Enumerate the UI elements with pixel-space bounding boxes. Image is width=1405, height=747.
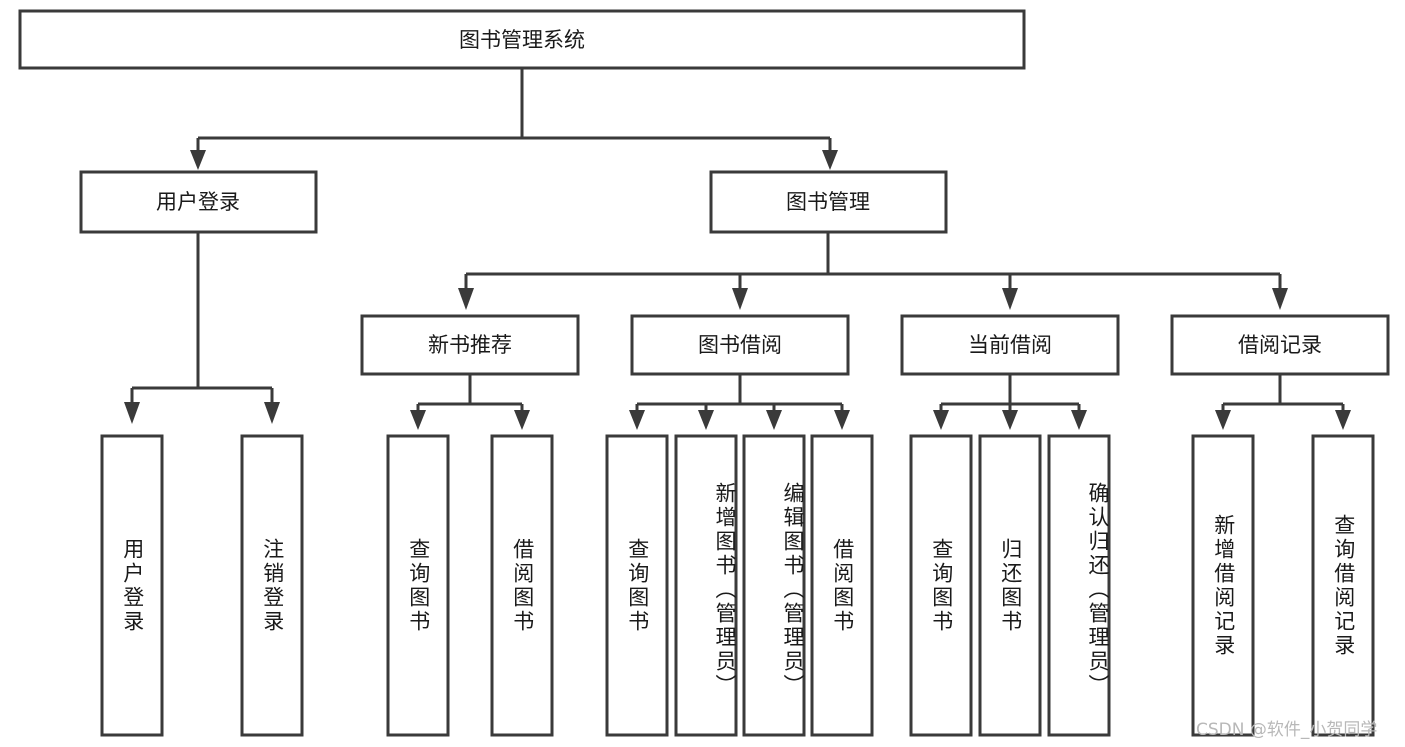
leaf-box-return-book[interactable] bbox=[978, 434, 1042, 737]
node-current-borrow-label: 当前借阅 bbox=[968, 333, 1052, 357]
node-book-borrow[interactable]: 图书借阅 bbox=[630, 314, 850, 376]
node-root[interactable]: 图书管理系统 bbox=[18, 9, 1026, 70]
leaf-box-query-book-recommend[interactable] bbox=[386, 434, 450, 737]
node-new-book-recommend[interactable]: 新书推荐 bbox=[360, 314, 580, 376]
connector-borrow-record-to-leaves bbox=[1215, 374, 1351, 430]
node-current-borrow-box[interactable] bbox=[900, 314, 1120, 376]
connector-current-borrow-to-leaves bbox=[933, 374, 1087, 430]
node-borrow-record-label: 借阅记录 bbox=[1238, 333, 1322, 357]
node-user-login[interactable]: 用户登录 bbox=[79, 170, 318, 234]
connector-root-to-level2 bbox=[190, 68, 838, 170]
csdn-watermark: CSDN @软件_小贺同学 bbox=[1196, 720, 1378, 740]
node-new-book-recommend-box[interactable] bbox=[360, 314, 580, 376]
node-user-login-label: 用户登录 bbox=[156, 190, 240, 214]
leaf-box-confirm-return-admin[interactable] bbox=[1047, 434, 1111, 737]
connector-new-book-to-leaves bbox=[410, 374, 530, 430]
leaf-box-query-borrow-record[interactable] bbox=[1311, 434, 1375, 737]
leaf-box-edit-book-admin[interactable] bbox=[742, 434, 806, 737]
node-book-borrow-label: 图书借阅 bbox=[698, 333, 782, 357]
node-new-book-recommend-label: 新书推荐 bbox=[428, 333, 512, 357]
leaf-box-logout[interactable] bbox=[240, 434, 304, 737]
node-user-login-box[interactable] bbox=[79, 170, 318, 234]
node-current-borrow[interactable]: 当前借阅 bbox=[900, 314, 1120, 376]
leaf-box-borrow-book-recommend[interactable] bbox=[490, 434, 554, 737]
node-root-label: 图书管理系统 bbox=[459, 28, 585, 52]
connector-book-management-to-level3 bbox=[458, 232, 1288, 310]
leaf-box-query-book-borrow[interactable] bbox=[605, 434, 669, 737]
leaf-box-borrow-book[interactable] bbox=[810, 434, 874, 737]
node-book-management-label: 图书管理 bbox=[786, 190, 870, 214]
connector-user-login-to-leaves bbox=[124, 232, 280, 424]
node-book-management[interactable]: 图书管理 bbox=[709, 170, 948, 234]
leaf-box-query-book-current[interactable] bbox=[909, 434, 973, 737]
node-borrow-record[interactable]: 借阅记录 bbox=[1170, 314, 1390, 376]
leaf-box-add-borrow-record[interactable] bbox=[1191, 434, 1255, 737]
leaf-box-user-login[interactable] bbox=[100, 434, 164, 737]
node-root-box[interactable] bbox=[18, 9, 1026, 70]
connector-book-borrow-to-leaves bbox=[629, 374, 850, 430]
leaf-box-add-book-admin[interactable] bbox=[674, 434, 738, 737]
